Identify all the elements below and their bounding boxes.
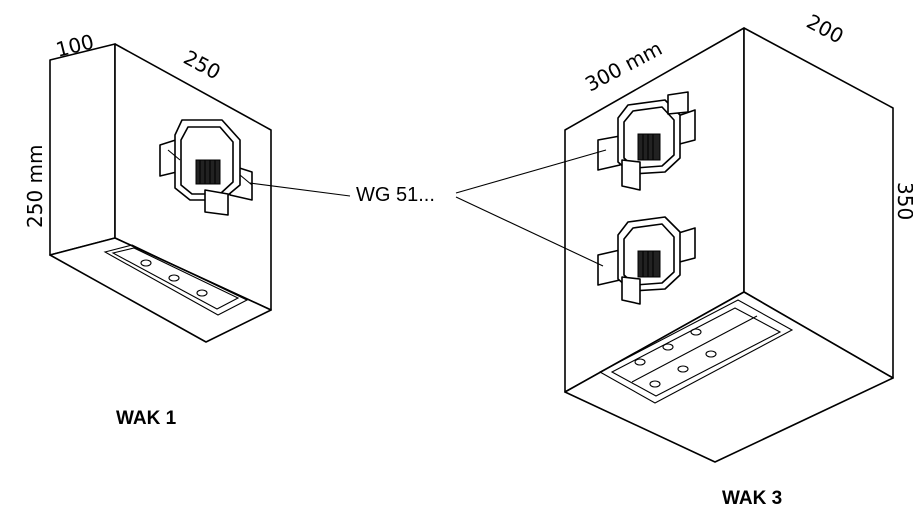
wak3-dim-depth: 200 [803,9,848,48]
wak3-caption: WAK 3 [722,488,782,509]
wak1-dim-width: 250 [180,45,225,84]
leader-to-wak3-lower [455,196,604,267]
wak1-caption: WAK 1 [116,408,177,429]
leader-to-wak1 [249,182,351,197]
wak1-side-face [49,43,116,256]
wak3-bottom-face [564,291,894,463]
wak3-enclosure [564,27,894,463]
wak1-wall-bracket [159,119,253,216]
callout-leaders [249,149,607,267]
wak3-wall-bracket-upper [597,91,696,191]
wak1-enclosure [49,43,272,343]
wak3-gland-plate [598,299,794,404]
leader-to-wak3-upper [455,149,607,194]
wak1-dim-height: 250 mm [23,145,47,229]
wak1-gland-plate [103,244,249,316]
wak1-bottom-face [49,237,272,343]
wak3-dim-height: 350 [893,182,913,220]
callout-label: WG 51... [356,184,435,206]
wak3-wall-bracket-lower [597,216,696,305]
